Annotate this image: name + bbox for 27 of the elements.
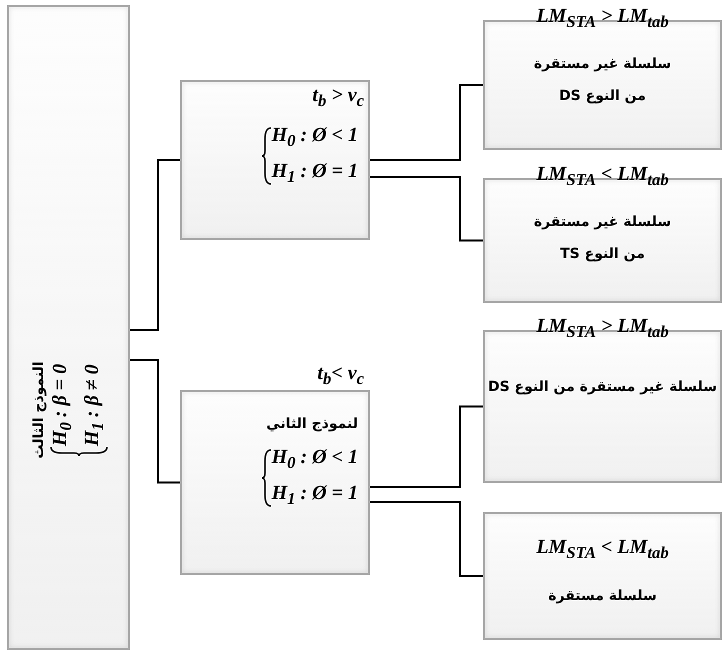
arabic-text: من النوع TS bbox=[560, 246, 645, 262]
rounded-box bbox=[7, 5, 130, 650]
connector-line bbox=[370, 406, 483, 488]
formula: H$_{1}$ : Ø = 1 bbox=[272, 481, 358, 510]
connector-line bbox=[370, 84, 483, 161]
connector-line bbox=[130, 159, 180, 331]
arabic-text: سلسلة غير مستقرة من النوع DS bbox=[487, 378, 718, 397]
formula: t$_{b}$ > v$_{c}$ bbox=[311, 84, 364, 111]
arabic-text: سلسلة غير مستقرة bbox=[534, 56, 672, 72]
rounded-box bbox=[180, 80, 370, 240]
formula: LM$_{STA}$ > LM$_{tab}$ bbox=[535, 315, 670, 342]
formula: LM$_{STA}$ > LM$_{tab}$ bbox=[535, 5, 670, 32]
arabic-text: سلسلة مستقرة bbox=[548, 588, 657, 604]
arabic-text: لنموذج الثاني bbox=[266, 416, 358, 432]
title-text: النموذج الثالث bbox=[30, 360, 46, 458]
formula: LM$_{STA}$ < LM$_{tab}$ bbox=[535, 163, 670, 190]
connector-line bbox=[130, 359, 180, 484]
rounded-box bbox=[483, 512, 722, 640]
arabic-text: سلسلة غير مستقرة bbox=[534, 214, 672, 230]
formula: LM$_{STA}$ < LM$_{tab}$ bbox=[535, 536, 670, 563]
formula: H$_{1}$ : Ø = 1 bbox=[272, 159, 358, 188]
connector-line bbox=[370, 501, 483, 577]
arabic-text: من النوع DS bbox=[559, 88, 646, 104]
connector-line bbox=[370, 176, 483, 242]
formula: H$_{0}$ : Ø < 1 bbox=[272, 123, 358, 152]
formula: t$_{b}$< v$_{c}$ bbox=[316, 362, 364, 389]
formula: H$_{0}$ : Ø < 1 bbox=[272, 445, 358, 474]
